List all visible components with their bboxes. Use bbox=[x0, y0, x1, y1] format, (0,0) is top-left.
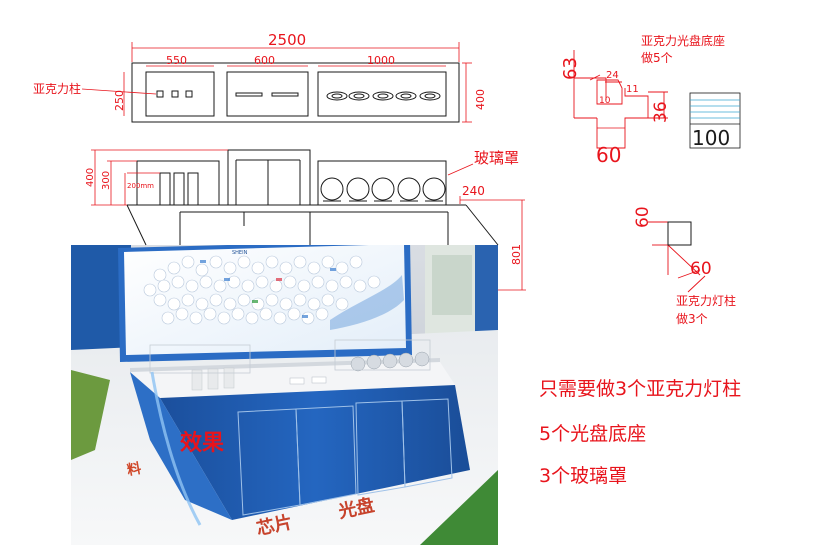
dim-disc-60: 60 bbox=[596, 143, 621, 167]
light-pillar-drawing bbox=[648, 221, 706, 293]
top-view-drawing bbox=[131, 62, 460, 123]
dim-disc-100: 100 bbox=[692, 126, 730, 150]
label-acrylic-pillar: 亚克力柱 bbox=[33, 81, 81, 96]
grass-left bbox=[71, 370, 110, 460]
dim-height-801: 801 bbox=[510, 244, 523, 265]
light-pillar-count: 做3个 bbox=[676, 311, 708, 326]
dim-disc-63: 63 bbox=[560, 57, 581, 80]
note-disc-bases: 5个光盘底座 bbox=[539, 423, 646, 445]
counter-side bbox=[130, 372, 232, 520]
dim-height-250: 250 bbox=[113, 90, 126, 111]
dim-disc-11: 11 bbox=[626, 84, 639, 95]
dim-front-200: 200mm bbox=[127, 182, 154, 190]
dim-front-400: 400 bbox=[85, 168, 96, 187]
disc-base-title: 亚克力光盘底座 bbox=[641, 33, 725, 48]
dim-section-1000: 1000 bbox=[367, 54, 395, 67]
dim-width-240: 240 bbox=[462, 184, 485, 198]
disc-base-front bbox=[689, 92, 741, 149]
disc-base-drawing bbox=[573, 50, 668, 149]
svg-text:料: 料 bbox=[126, 460, 143, 479]
dim-pillar-60-bottom: 60 bbox=[690, 259, 712, 279]
dim-disc-24: 24 bbox=[606, 70, 619, 81]
light-pillar-square bbox=[667, 221, 692, 246]
top-view-dimensions bbox=[81, 42, 472, 123]
svg-text:SHEIN: SHEIN bbox=[232, 250, 248, 256]
grass-right bbox=[420, 470, 498, 545]
dim-height-400: 400 bbox=[474, 89, 487, 110]
label-glass-cover: 玻璃罩 bbox=[474, 149, 519, 167]
front-view-dimensions bbox=[91, 149, 526, 291]
counter-panels bbox=[237, 398, 453, 516]
note-glass-covers: 3个玻璃罩 bbox=[539, 465, 627, 487]
note-pillars: 只需要做3个亚克力灯柱 bbox=[539, 378, 741, 400]
effect-label: 效果 bbox=[180, 430, 224, 456]
dim-total-width: 2500 bbox=[268, 31, 306, 49]
front-view-drawing bbox=[126, 149, 499, 246]
dim-front-300: 300 bbox=[101, 171, 112, 190]
dim-pillar-60-top: 60 bbox=[633, 206, 653, 228]
light-pillar-label: 亚克力灯柱 bbox=[676, 293, 736, 308]
dim-disc-10: 10 bbox=[599, 96, 611, 106]
logo-wall: SHEIN bbox=[143, 250, 404, 330]
counter-displays bbox=[149, 339, 431, 391]
dim-section-550: 550 bbox=[166, 54, 187, 67]
booth-render: 料 芯片 光盘 bbox=[71, 245, 498, 545]
counter-body bbox=[160, 385, 470, 520]
disc-base-count: 做5个 bbox=[641, 50, 673, 65]
dim-section-600: 600 bbox=[254, 54, 275, 67]
screen-panel bbox=[124, 245, 406, 355]
dim-disc-36: 36 bbox=[651, 101, 671, 123]
